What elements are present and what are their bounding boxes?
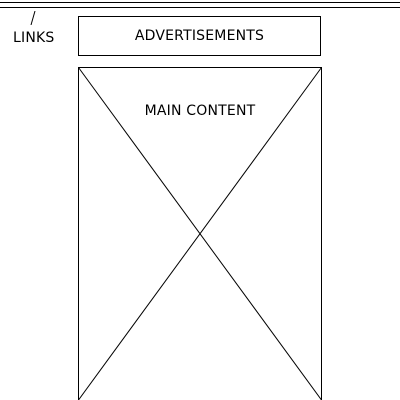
- top-border-line: [0, 2, 400, 3]
- main-content-box: MAIN CONTENT: [78, 67, 322, 400]
- main-content-border: [78, 67, 322, 400]
- advertisements-box: ADVERTISEMENTS: [78, 16, 321, 56]
- main-content-placeholder-cross: [78, 67, 322, 400]
- main-content-diagonal-2: [78, 67, 322, 400]
- top-border-line-inner: [0, 7, 400, 8]
- links-pointer-line: [30, 11, 36, 25]
- advertisements-label: ADVERTISEMENTS: [134, 28, 265, 44]
- links-label: LINKS: [13, 30, 55, 46]
- main-content-label: MAIN CONTENT: [144, 103, 256, 119]
